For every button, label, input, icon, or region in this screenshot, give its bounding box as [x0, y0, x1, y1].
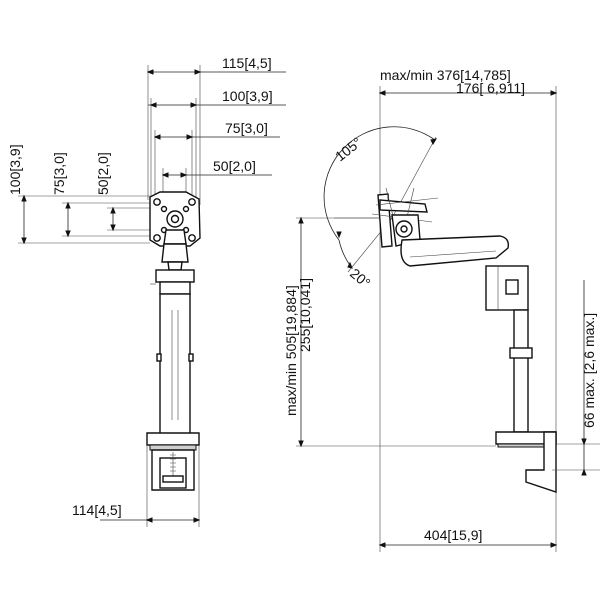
width-50-label: 50[2,0] — [213, 158, 256, 174]
base-width-label: 114[4,5] — [72, 502, 122, 518]
height-75-label: 75[3,0] — [51, 152, 67, 195]
clamp-dimension: 66 max. [2,6 max.] — [552, 280, 600, 476]
height-max-label: max/min 505[19,884] — [283, 285, 299, 416]
depth-dimension: 404[15,9] — [378, 527, 558, 548]
front-arm-head — [150, 243, 195, 295]
height-50-label: 50[2,0] — [95, 152, 111, 195]
base-width-dimension: 114[4,5] — [72, 445, 201, 527]
depth-label: 404[15,9] — [424, 527, 482, 543]
width-dimension-lines — [146, 65, 286, 205]
height-100-label: 100[3,9] — [7, 144, 23, 195]
height-min-label: 255[10,041] — [297, 278, 313, 352]
front-view: 115[4,5] 100[3,9] 75[3,0] 50[2,0] 100[3,… — [7, 55, 286, 527]
width-115-label: 115[4,5] — [222, 55, 272, 71]
tilt-down-label: 20° — [347, 265, 374, 291]
height-dimension-lines — [18, 194, 158, 245]
height-dimension: max/min 505[19,884] 255[10,041] — [283, 216, 496, 448]
reach-max-label: max/min 376[14,785] — [380, 67, 511, 83]
side-desk-clamp — [495, 431, 557, 493]
tilt-up-label: 105° — [332, 134, 365, 164]
vesa-plate — [149, 191, 201, 247]
side-view: max/min 376[14,785] 176[ 6,911] 105° 20° — [283, 67, 600, 552]
side-tilt-head — [371, 187, 439, 248]
clamp-label: 66 max. [2,6 max.] — [581, 313, 597, 428]
reach-min-label: 176[ 6,911] — [456, 80, 525, 96]
width-75-label: 75[3,0] — [225, 120, 268, 136]
front-pole — [156, 293, 194, 435]
height-dimension-labels: 100[3,9] 75[3,0] 50[2,0] — [7, 144, 111, 195]
side-arm — [400, 235, 510, 267]
width-dimension-labels: 115[4,5] 100[3,9] 75[3,0] 50[2,0] — [213, 55, 273, 174]
width-100-label: 100[3,9] — [222, 88, 273, 104]
front-desk-clamp — [146, 432, 200, 491]
side-pole — [485, 265, 533, 433]
